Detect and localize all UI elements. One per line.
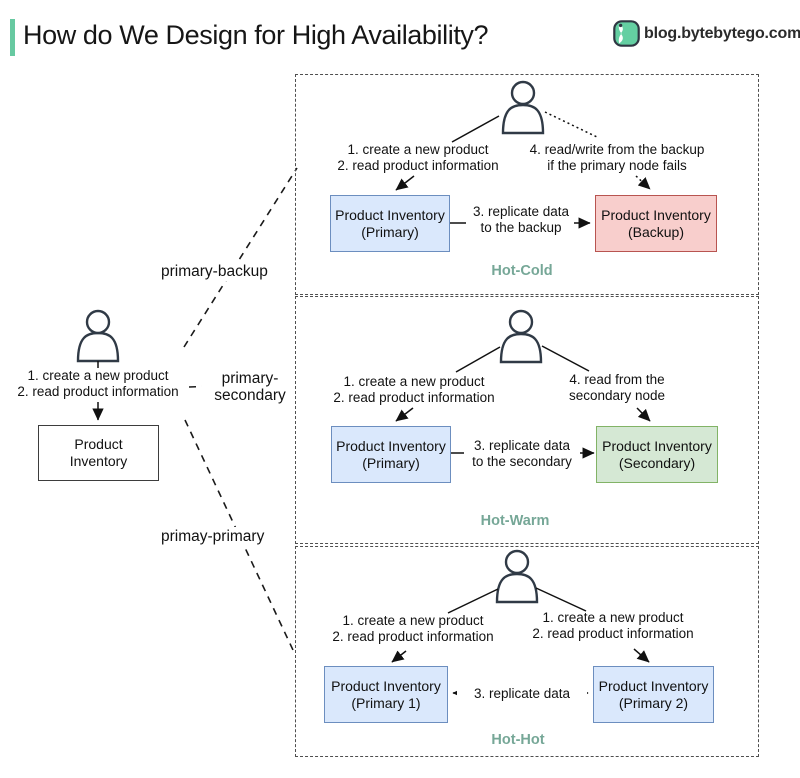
panel-hot-warm: 1. create a new product 2. read product … <box>295 296 759 544</box>
branch-line-primary-primary <box>184 419 294 651</box>
action-line: secondary node <box>568 388 666 403</box>
action-line: 4. read/write from the backup <box>529 142 705 157</box>
node-subtitle: (Backup) <box>627 223 685 240</box>
arrow-actions-to-primary <box>395 175 415 191</box>
node-title: Product Inventory <box>335 206 445 223</box>
node-subtitle: (Primary 1) <box>351 694 421 711</box>
action-line: 1. create a new product <box>542 610 684 625</box>
dotted-arrow-to-backup <box>635 175 651 190</box>
user-icon <box>76 309 120 363</box>
client-action-line-2: 2. read product information <box>17 384 179 399</box>
brand-text: blog.bytebytego.com <box>644 24 800 42</box>
read-secondary-label: 4. read from the secondary node <box>531 372 703 404</box>
line-user-to-actions <box>455 346 501 373</box>
replicate-label: 3. replicate data to the secondary <box>452 438 592 470</box>
arrow-actions-to-primary <box>395 407 414 422</box>
backup-node: Product Inventory (Backup) <box>595 195 717 252</box>
actions-label-left: 1. create a new product 2. read product … <box>328 374 500 406</box>
primary-node: Product Inventory (Primary) <box>331 426 451 483</box>
primary2-node: Product Inventory (Primary 2) <box>593 666 714 723</box>
branch-label-line-1: primary- <box>221 370 279 387</box>
pattern-name-hot-cold: Hot-Cold <box>491 263 553 279</box>
action-line: 2. read product information <box>333 390 495 405</box>
bytebytego-logo-icon <box>613 20 640 47</box>
action-line: 1. create a new product <box>342 613 484 628</box>
node-subtitle: (Primary) <box>362 454 420 471</box>
node-title: Product <box>74 436 123 452</box>
node-title: Product Inventory <box>602 437 712 454</box>
action-line: 2. read product information <box>532 626 694 641</box>
line-user-to-actions-right <box>535 587 587 612</box>
node-title: Product Inventory <box>331 677 441 694</box>
branch-label-primary-secondary: primary- secondary <box>202 369 298 405</box>
line-user-to-actions-left <box>447 588 499 614</box>
action-line: 1. create a new product <box>347 142 489 157</box>
branch-label-primary-primary: primay-primary <box>158 527 268 546</box>
node-title: Product Inventory <box>601 206 711 223</box>
replicate-line: to the backup <box>480 220 562 235</box>
line-user-to-actions <box>451 115 500 143</box>
replicate-line: 3. replicate data <box>473 438 571 453</box>
user-icon <box>495 549 539 604</box>
arrow-actions-to-primary1 <box>391 650 407 663</box>
node-subtitle: (Secondary) <box>618 454 696 471</box>
replicate-line: to the secondary <box>472 454 572 469</box>
primary1-node: Product Inventory (Primary 1) <box>324 666 448 723</box>
pattern-name-hot-hot: Hot-Hot <box>491 732 545 748</box>
node-title: Product Inventory <box>336 437 446 454</box>
panel-hot-hot: 1. create a new product 2. read product … <box>295 546 759 757</box>
action-line: 2. read product information <box>332 629 494 644</box>
arrow-actions-to-primary2 <box>633 648 650 663</box>
secondary-node: Product Inventory (Secondary) <box>596 426 718 483</box>
client-action-line-1: 1. create a new product <box>27 368 169 383</box>
arrow-read-to-secondary <box>636 407 651 422</box>
user-icon <box>501 80 545 135</box>
action-line: if the primary node fails <box>547 158 687 173</box>
replicate-label: 3. replicate data <box>457 686 587 702</box>
branch-label-primary-backup: primary-backup <box>158 262 271 281</box>
node-subtitle: (Primary) <box>361 223 419 240</box>
client-actions-label: 1. create a new product 2. read product … <box>11 368 185 400</box>
actions-label-right: 1. create a new product 2. read product … <box>527 610 699 642</box>
line-user-to-read <box>541 345 590 372</box>
replicate-line: 3. replicate data <box>472 204 570 219</box>
panel-hot-cold: 1. create a new product 2. read product … <box>295 74 759 295</box>
branch-line-primary-backup <box>183 167 298 348</box>
actions-label-left: 1. create a new product 2. read product … <box>332 142 504 174</box>
title-accent-bar <box>10 19 15 56</box>
action-line: 1. create a new product <box>343 374 485 389</box>
user-icon <box>499 309 543 364</box>
node-subtitle: (Primary 2) <box>618 694 689 711</box>
action-line: 2. read product information <box>337 158 499 173</box>
primary-node: Product Inventory (Primary) <box>330 195 450 252</box>
action-line: 4. read from the <box>569 372 665 387</box>
actions-label-left: 1. create a new product 2. read product … <box>327 613 499 645</box>
product-inventory-node: Product Inventory <box>38 425 159 481</box>
page-title: How do We Design for High Availability? <box>23 20 489 50</box>
node-title-2: Inventory <box>69 453 128 469</box>
node-title: Product Inventory <box>598 677 709 694</box>
failover-label: 4. read/write from the backup if the pri… <box>517 142 717 174</box>
branch-label-line-2: secondary <box>214 387 286 404</box>
replicate-label: 3. replicate data to the backup <box>456 204 586 236</box>
pattern-name-hot-warm: Hot-Warm <box>480 513 550 529</box>
brand: blog.bytebytego.com <box>613 20 800 47</box>
